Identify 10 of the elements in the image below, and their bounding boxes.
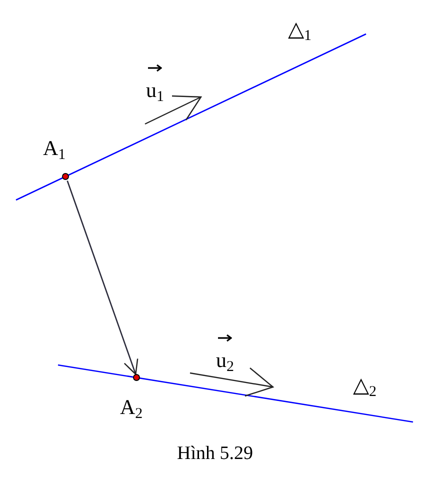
point-dot	[62, 173, 69, 180]
point-dot	[133, 374, 140, 381]
caption: Hình 5.29	[176, 443, 254, 465]
line-label: △$_{1}$	[288, 19, 312, 44]
vector-label: u$_{1}$	[146, 80, 164, 105]
point-label: A$_{1}$	[43, 138, 66, 163]
point-label: A$_{2}$	[120, 397, 143, 422]
vector-label: u$_{2}$	[216, 350, 234, 375]
arrow	[66, 180, 138, 375]
line-label: △$_{2}$	[353, 375, 376, 400]
